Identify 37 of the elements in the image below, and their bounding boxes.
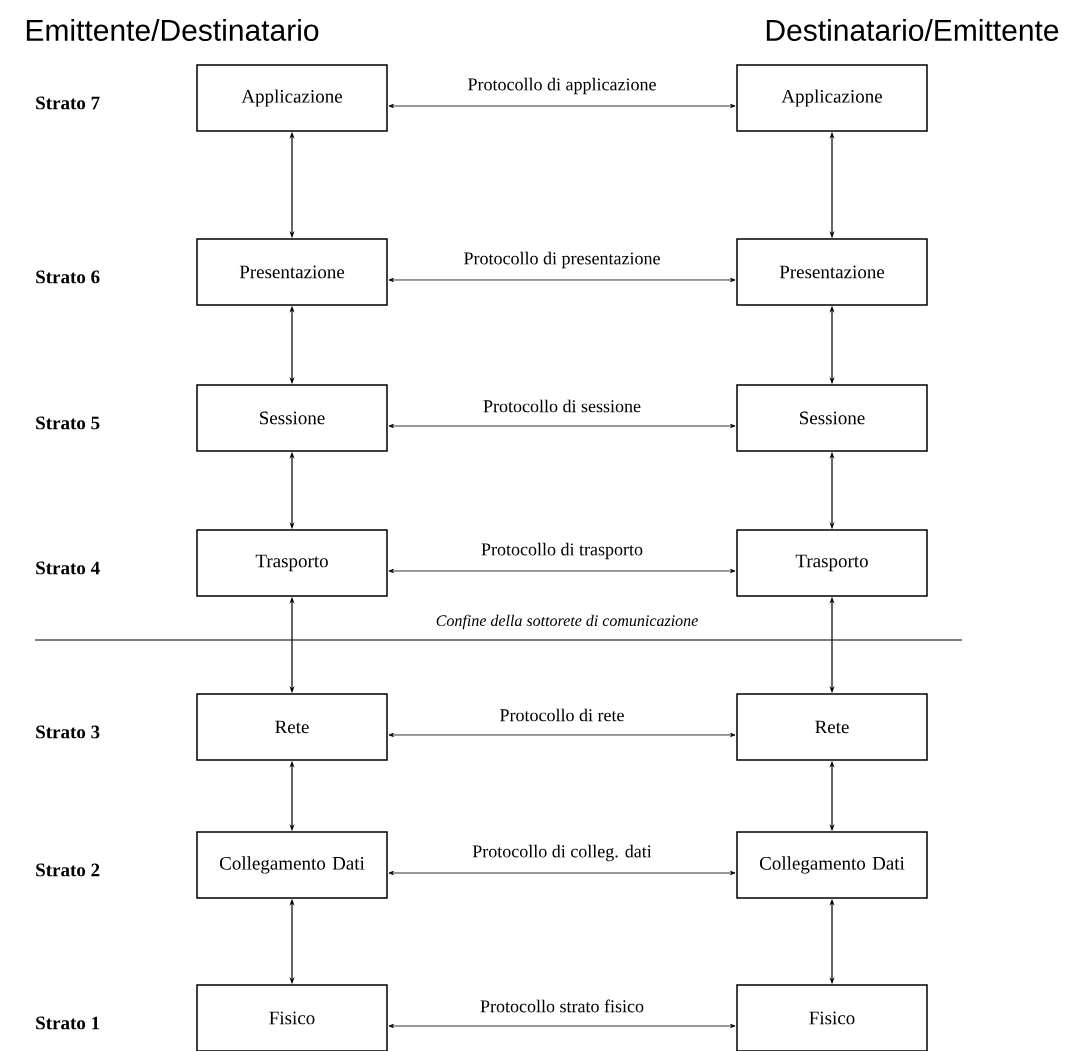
arrow bbox=[388, 423, 736, 428]
layer-box: Rete bbox=[736, 693, 928, 761]
layer-box: Applicazione bbox=[196, 64, 388, 132]
layer-label: Strato 6 bbox=[36, 270, 100, 284]
arrow bbox=[388, 103, 736, 108]
arrow bbox=[388, 732, 736, 737]
boundary-note: Confine della sottorete di comunicazione bbox=[436, 614, 698, 630]
layer-box: Collegamento Dati bbox=[736, 831, 928, 899]
edge-label: Protocollo di rete bbox=[498, 707, 626, 723]
layer-box: Applicazione bbox=[736, 64, 928, 132]
edge-label: Protocollo di colleg. dati bbox=[471, 843, 653, 863]
edge-label: Protocollo di applicazione bbox=[466, 76, 658, 96]
layer-box: Presentazione bbox=[736, 238, 928, 306]
column-heading: Emittente/Destinatario bbox=[26, 18, 319, 41]
layer-label: Strato 2 bbox=[36, 863, 100, 877]
layer-box: Collegamento Dati bbox=[196, 831, 388, 899]
layer-label: Strato 5 bbox=[36, 416, 100, 430]
layer-box: Fisico bbox=[196, 984, 388, 1051]
arrow bbox=[388, 277, 736, 282]
layer-box: Presentazione bbox=[196, 238, 388, 306]
edge-label: Protocollo di sessione bbox=[482, 398, 642, 414]
arrow bbox=[388, 568, 736, 573]
edge-label: Protocollo di trasporto bbox=[480, 541, 644, 561]
layer-box: Sessione bbox=[736, 384, 928, 452]
layer-label: Strato 3 bbox=[36, 725, 100, 739]
layer-box: Rete bbox=[196, 693, 388, 761]
layer-box: Trasporto bbox=[736, 529, 928, 597]
arrow bbox=[388, 870, 736, 875]
layer-box: Sessione bbox=[196, 384, 388, 452]
layer-box: Trasporto bbox=[196, 529, 388, 597]
layer-box: Fisico bbox=[736, 984, 928, 1051]
layer-label: Strato 4 bbox=[36, 561, 100, 575]
arrow bbox=[388, 1023, 736, 1028]
edge-label: Protocollo strato fisico bbox=[479, 998, 645, 1014]
edge-label: Protocollo di presentazione bbox=[462, 250, 662, 270]
layer-label: Strato 7 bbox=[36, 96, 100, 110]
layer-label: Strato 1 bbox=[36, 1016, 100, 1030]
